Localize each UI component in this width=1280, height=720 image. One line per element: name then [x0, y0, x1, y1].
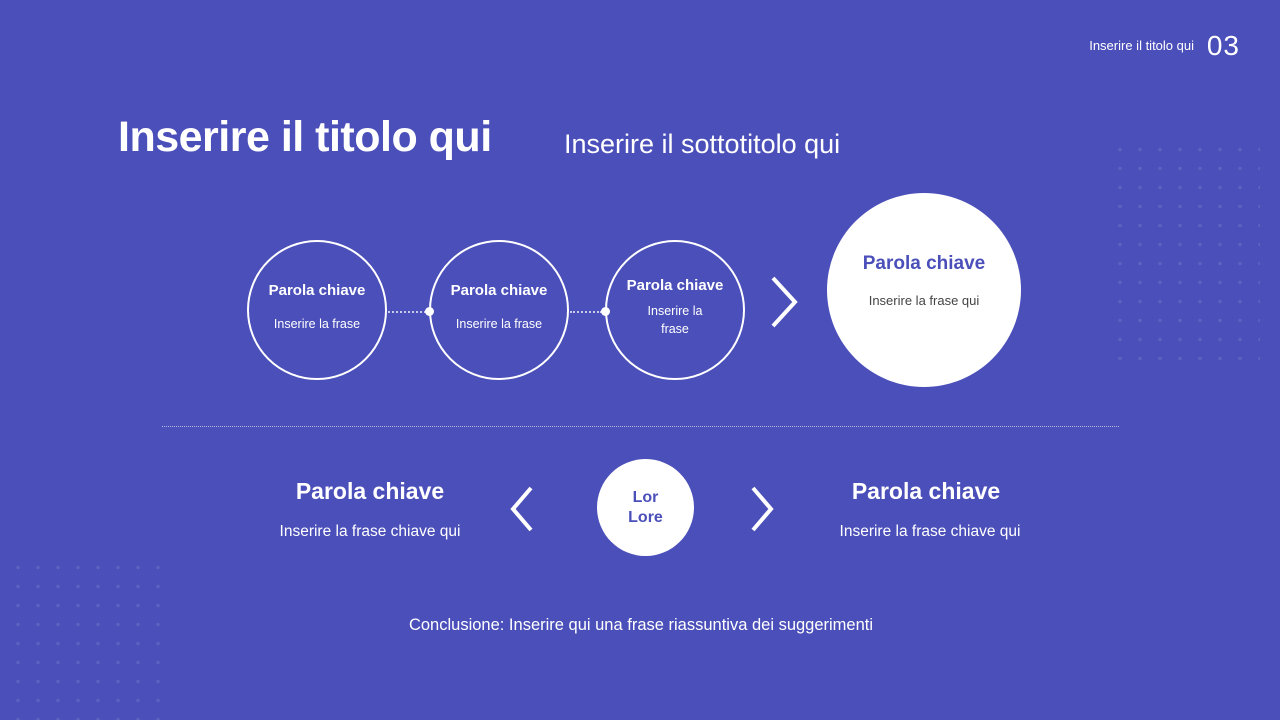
- connector-line: [570, 311, 602, 313]
- bottom-left-block: Parola chiave Inserire la frase chiave q…: [270, 478, 470, 543]
- arrow-right-icon: [771, 276, 798, 328]
- bottom-right-block: Parola chiave Inserire la frase chiave q…: [826, 478, 1026, 543]
- dot-pattern-top-right: [1110, 140, 1260, 360]
- bottom-left-keyword: Parola chiave: [295, 478, 445, 504]
- bottom-left-phrase: Inserire la frase chiave qui: [279, 523, 461, 540]
- highlight-circle: Parola chiave Inserire la frase qui: [827, 193, 1021, 387]
- bottom-right-phrase: Inserire la frase chiave qui: [839, 523, 1021, 540]
- highlight-phrase: Inserire la frase qui: [868, 292, 980, 308]
- divider-line: [162, 426, 1119, 427]
- step-phrase: Inserire la frase: [455, 316, 543, 331]
- step-keyword: Parola chiave: [626, 276, 724, 294]
- center-circle: Lor Lore: [597, 459, 694, 556]
- connector-line: [388, 311, 426, 313]
- step-phrase: Inserire la frase: [647, 303, 703, 336]
- conclusion-text: Conclusione: Inserire qui una frase rias…: [408, 616, 874, 634]
- slide-title: Inserire il titolo qui: [118, 113, 492, 161]
- header-title: Inserire il titolo qui: [1089, 38, 1194, 53]
- chevron-left-icon: [510, 486, 533, 532]
- chevron-right-icon: [751, 486, 774, 532]
- step-circle-2: Parola chiave Inserire la frase: [429, 240, 569, 380]
- page-number: 03: [1206, 30, 1240, 61]
- slide-subtitle: Inserire il sottotitolo qui: [564, 129, 841, 159]
- highlight-keyword: Parola chiave: [862, 252, 986, 274]
- dot-pattern-bottom-left: [8, 558, 168, 720]
- bottom-right-keyword: Parola chiave: [851, 478, 1001, 504]
- step-circle-1: Parola chiave Inserire la frase: [247, 240, 387, 380]
- step-phrase: Inserire la frase: [273, 316, 361, 331]
- step-keyword: Parola chiave: [450, 281, 548, 299]
- center-label: Lor Lore: [628, 488, 663, 526]
- step-circle-3: Parola chiave Inserire la frase: [605, 240, 745, 380]
- step-keyword: Parola chiave: [268, 281, 366, 299]
